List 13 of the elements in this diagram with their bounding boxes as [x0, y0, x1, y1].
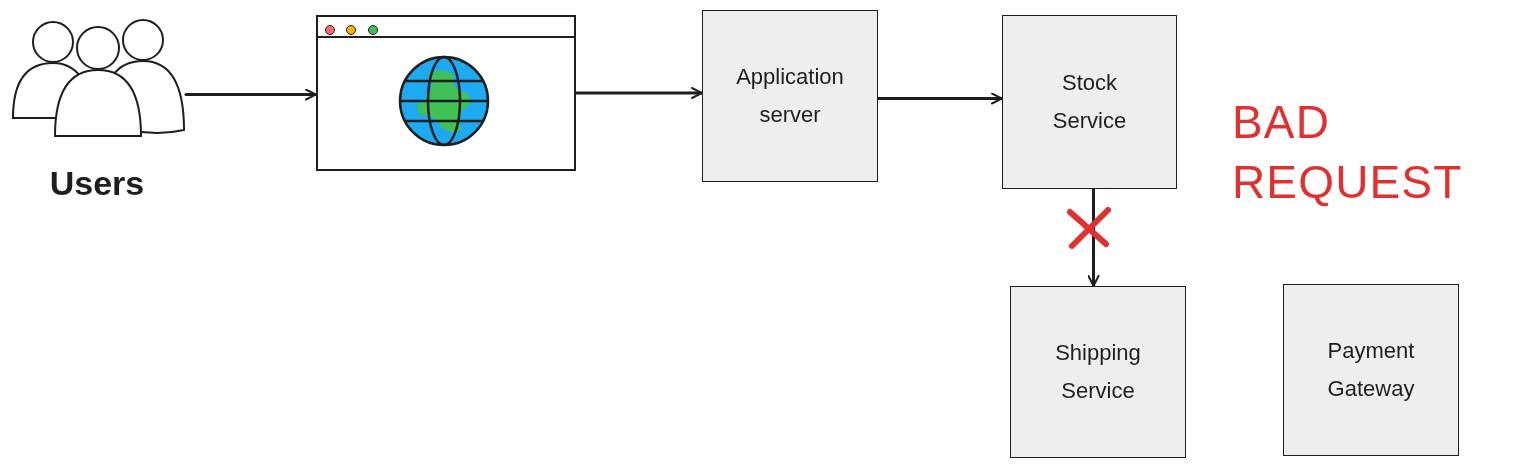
arrow [876, 92, 1004, 105]
service-box [702, 10, 878, 182]
service-box [1010, 286, 1186, 458]
error-label: BAD REQUEST [1232, 95, 1464, 210]
node-label: Shipping Service [1054, 339, 1142, 405]
node-label: Users [49, 166, 145, 200]
service-box [1002, 15, 1177, 189]
node-label: Application server [735, 63, 845, 129]
node-label: Payment Gateway [1326, 337, 1416, 403]
service-box [1283, 284, 1459, 456]
arrow [1087, 187, 1100, 288]
node-label: Stock Service [1051, 69, 1128, 135]
arrow [184, 88, 318, 101]
